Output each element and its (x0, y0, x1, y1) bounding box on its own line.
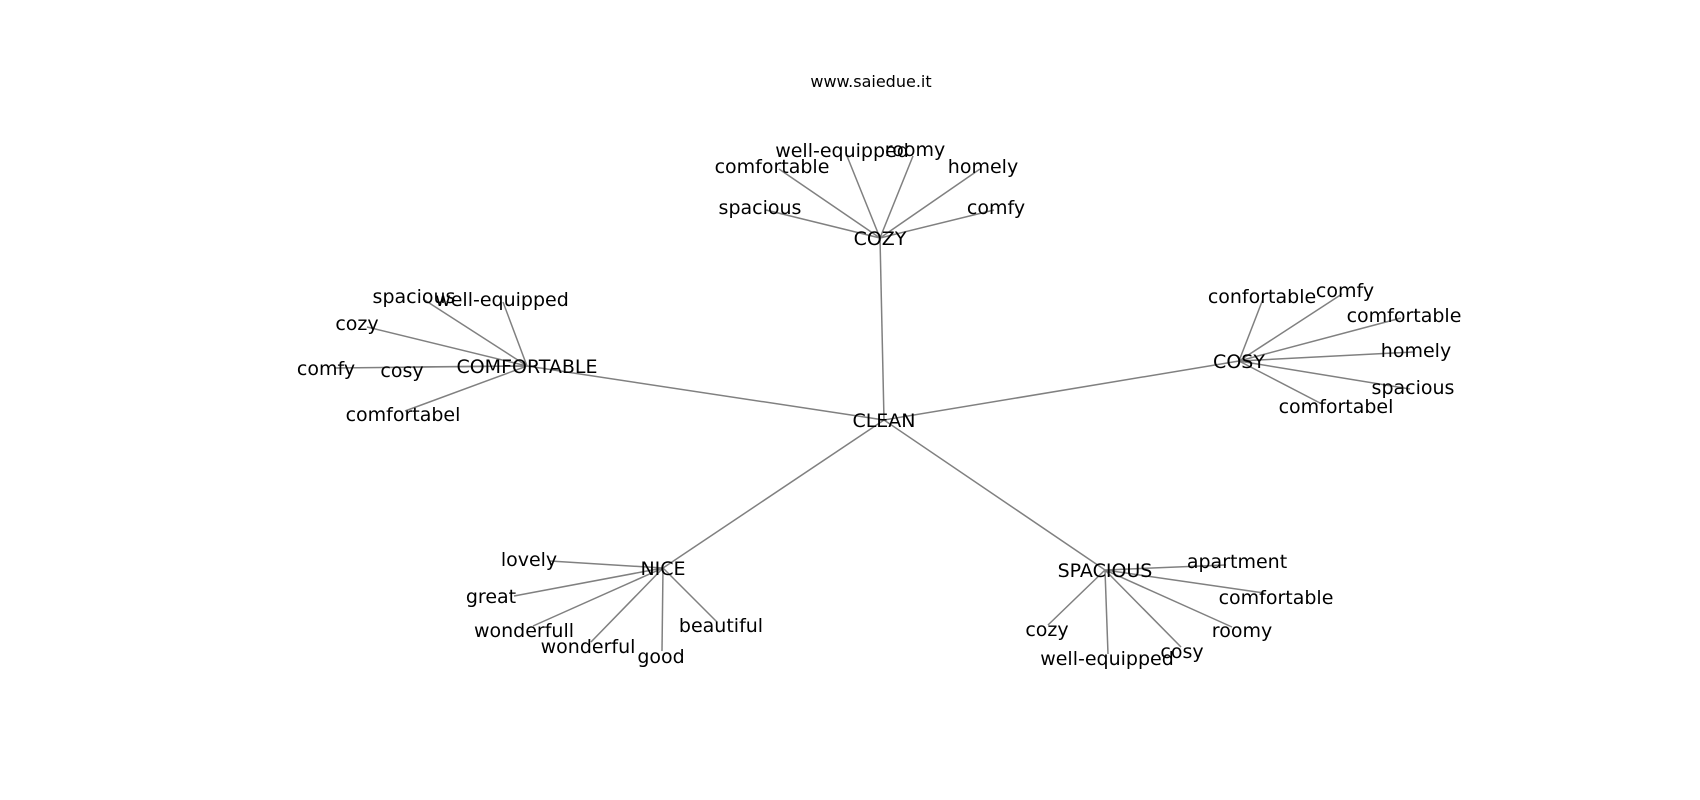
leaf-node-comfortable-spacious: spacious (373, 286, 456, 308)
leaf-node-spacious-roomy: roomy (1212, 620, 1272, 642)
edge-comfortable-to-well-equipped (502, 301, 528, 367)
leaf-node-nice-wonderful: wonderful (541, 636, 636, 658)
leaf-node-nice-great: great (466, 586, 516, 608)
edge-spacious-to-comfortable (1104, 569, 1265, 594)
leaf-node-spacious-cosy: cosy (1160, 641, 1203, 663)
edge-nice-to-lovely (549, 560, 664, 569)
leaf-node-cozy-homely: homely (948, 156, 1018, 178)
edge-center-to-cozy (879, 237, 885, 421)
leaf-node-cozy-well-equipped: well-equipped (775, 140, 909, 162)
edge-nice-to-wonderfull (532, 567, 664, 627)
leaf-node-cozy-roomy: roomy (885, 139, 945, 161)
leaf-node-cozy-comfortable: comfortable (715, 156, 830, 178)
edge-spacious-to-apartment (1104, 564, 1227, 571)
leaf-node-comfortable-cozy: cozy (335, 313, 378, 335)
leaf-node-comfortable-comfortabel: comfortabel (346, 404, 461, 426)
edge-spacious-to-cozy (1047, 569, 1106, 626)
edge-center-to-nice (662, 419, 885, 569)
site-title: www.saiedue.it (810, 72, 931, 91)
leaf-node-cozy-comfy: comfy (967, 197, 1025, 219)
leaf-node-spacious-cozy: cozy (1025, 619, 1068, 641)
leaf-node-nice-beautiful: beautiful (679, 615, 763, 637)
edge-spacious-to-cosy (1104, 569, 1182, 648)
edge-cozy-to-roomy (879, 155, 914, 239)
edge-nice-to-wonderful (590, 567, 664, 643)
edge-spacious-to-roomy (1104, 569, 1233, 628)
edge-cozy-to-well-equipped (846, 155, 881, 239)
leaf-node-cosy-comfortabel: comfortabel (1279, 396, 1394, 418)
edge-cozy-to-comfy (879, 209, 995, 239)
leaf-node-cosy-spacious: spacious (1372, 377, 1455, 399)
edge-comfortable-to-comfortabel (404, 365, 528, 412)
hub-node-cosy: COSY (1213, 351, 1265, 373)
hub-node-comfortable: COMFORTABLE (456, 356, 597, 378)
edge-center-to-comfortable (526, 365, 885, 421)
leaf-node-nice-good: good (637, 646, 684, 668)
edge-cosy-to-comfortable (1238, 317, 1402, 362)
leaf-node-nice-lovely: lovely (501, 549, 557, 571)
edge-cozy-to-comfortable (778, 168, 881, 239)
edges-layer (333, 155, 1414, 655)
edge-comfortable-to-spacious (422, 298, 528, 367)
leaf-node-spacious-apartment: apartment (1187, 551, 1287, 573)
leaf-node-spacious-comfortable: comfortable (1219, 587, 1334, 609)
leaf-node-cosy-confortable: confortable (1208, 286, 1316, 308)
leaf-node-comfortable-cosy: cosy (380, 360, 423, 382)
edge-nice-to-great (513, 567, 664, 597)
edge-cosy-to-spacious (1238, 360, 1411, 390)
leaf-node-cosy-comfy: comfy (1316, 280, 1374, 302)
leaf-node-comfortable-comfy: comfy (297, 358, 355, 380)
leaf-node-spacious-well-equipped: well-equipped (1040, 648, 1174, 670)
leaf-node-cosy-comfortable: comfortable (1347, 305, 1462, 327)
edge-cozy-to-homely (879, 168, 981, 239)
leaf-node-cosy-homely: homely (1381, 340, 1451, 362)
center-node-clean: CLEAN (852, 410, 915, 432)
edge-comfortable-to-cozy (366, 326, 528, 367)
edge-comfortable-to-cosy (406, 365, 528, 368)
edge-spacious-to-well-equipped (1104, 569, 1109, 655)
edge-nice-to-good (661, 567, 664, 652)
edge-cozy-to-spacious (765, 209, 881, 239)
leaf-node-nice-wonderfull: wonderfull (474, 620, 574, 642)
leaf-node-cozy-spacious: spacious (719, 197, 802, 219)
edge-cosy-to-comfortabel (1238, 360, 1321, 404)
leaf-node-comfortable-well-equipped: well-equipped (435, 289, 569, 311)
edge-nice-to-beautiful (662, 567, 718, 623)
hub-node-cozy: COZY (854, 228, 907, 250)
hub-node-spacious: SPACIOUS (1058, 560, 1153, 582)
edge-center-to-cosy (883, 360, 1240, 421)
edge-center-to-spacious (883, 419, 1106, 571)
edge-cosy-to-confortable (1238, 298, 1264, 362)
edge-cosy-to-comfy (1238, 293, 1343, 362)
edge-cosy-to-homely (1238, 351, 1414, 362)
hub-node-nice: NICE (640, 558, 685, 580)
